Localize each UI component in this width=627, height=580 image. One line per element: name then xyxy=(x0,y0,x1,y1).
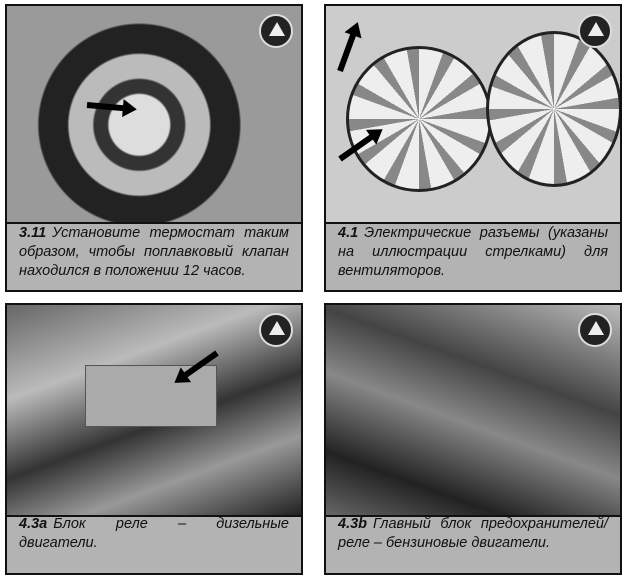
logo-icon xyxy=(259,313,293,347)
fans-photo xyxy=(326,6,620,224)
logo-icon xyxy=(578,14,612,48)
relay-box xyxy=(85,365,217,427)
caption-text: Электрические разъемы (указаны на иллюст… xyxy=(338,225,608,279)
figure-number: 4.3b xyxy=(338,516,368,532)
fan-right xyxy=(486,31,620,187)
figure-number: 3.11 xyxy=(19,225,47,241)
figure-number: 4.1 xyxy=(338,225,359,241)
figure-number: 4.3a xyxy=(19,516,48,532)
fan-left xyxy=(346,46,492,192)
thermostat-photo xyxy=(7,6,301,224)
caption-text: Главный блок предохранителей/реле – бенз… xyxy=(338,516,608,551)
caption-text: Установите термостат таким образом, чтоб… xyxy=(19,225,289,279)
relay-block-photo xyxy=(7,305,301,517)
logo-icon xyxy=(259,14,293,48)
fuse-block-photo xyxy=(326,305,620,517)
arrow-icon xyxy=(86,102,126,112)
caption-text: Блок реле – дизельные двигатели. xyxy=(19,516,289,551)
logo-icon xyxy=(578,313,612,347)
arrow-icon xyxy=(337,32,357,73)
